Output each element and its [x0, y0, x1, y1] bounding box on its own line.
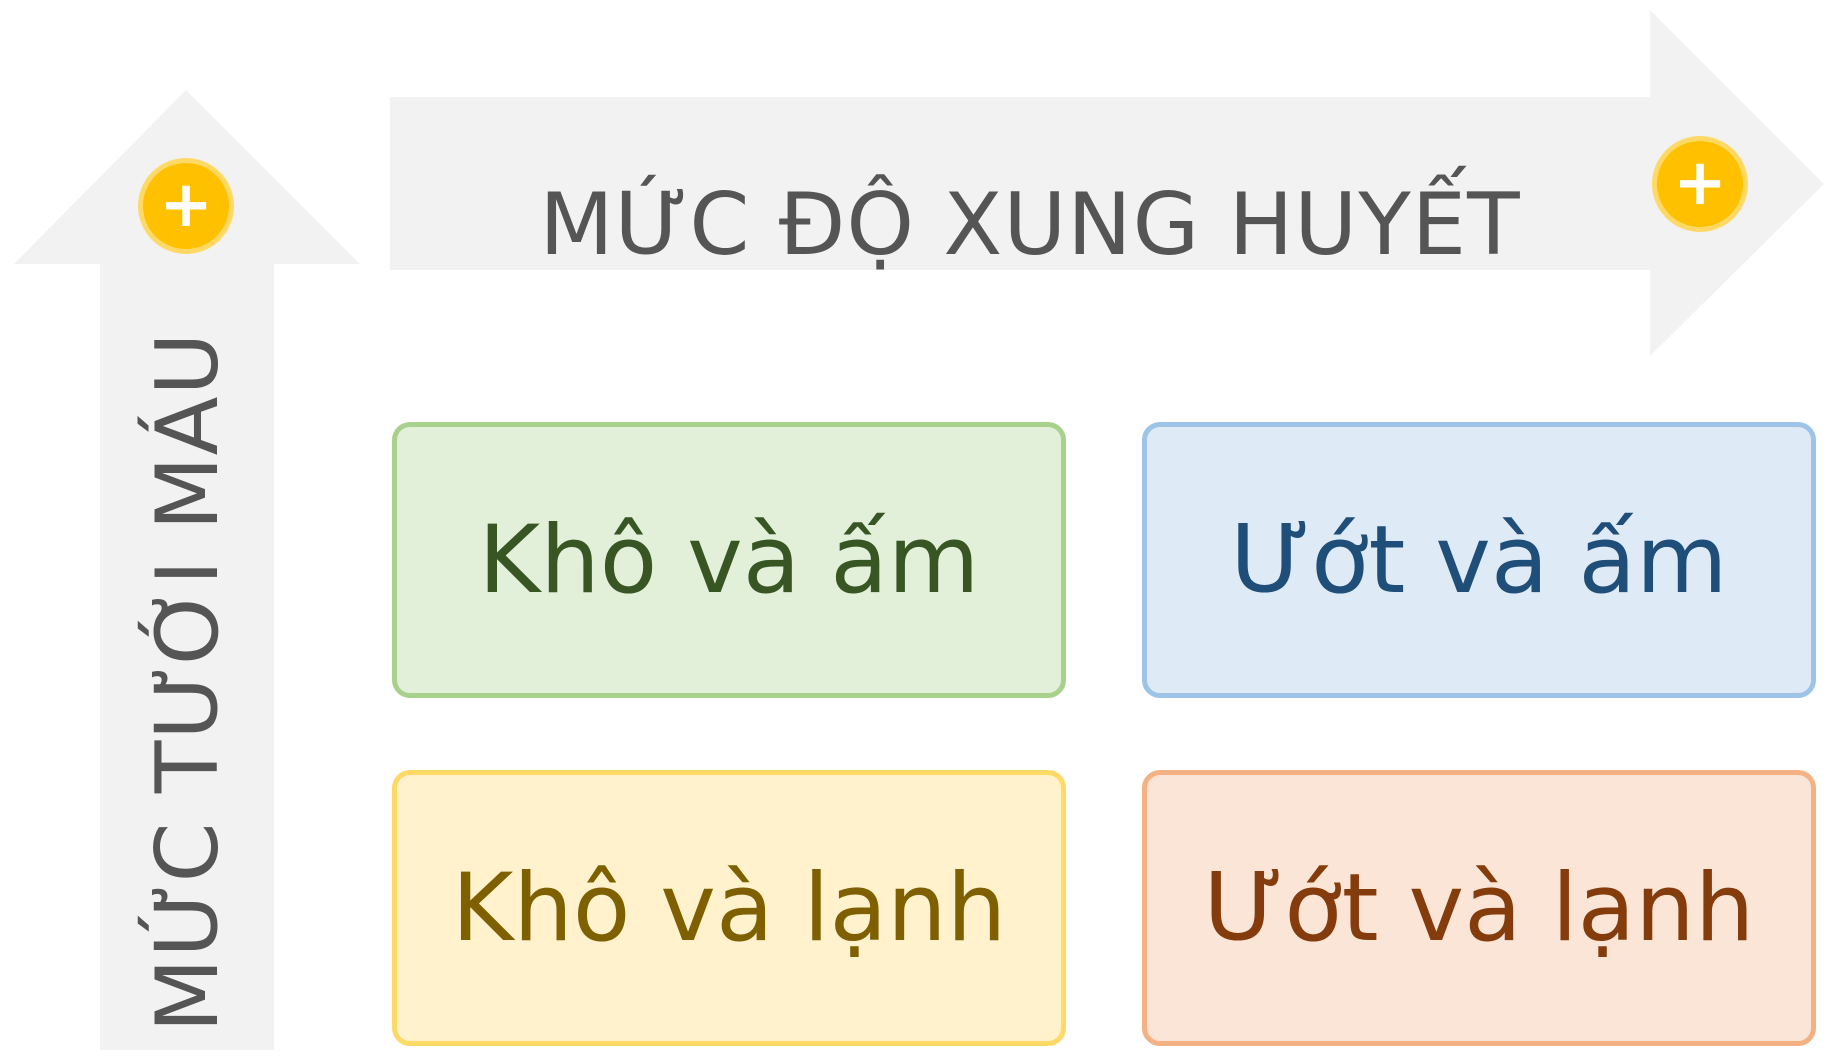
quadrant-dry-warm-label: Khô và ấm — [478, 505, 980, 615]
quadrant-wet-cold: Ướt và lạnh — [1142, 770, 1816, 1046]
quadrant-wet-warm-label: Ướt và ấm — [1230, 505, 1728, 615]
quadrant-wet-warm: Ướt và ấm — [1142, 422, 1816, 698]
perfusion-axis-label: MỨC TƯỚI MÁU — [138, 331, 238, 1033]
vertical-arrow — [14, 90, 360, 1050]
horizontal-arrow — [390, 10, 1824, 356]
quadrant-dry-warm: Khô và ấm — [392, 422, 1066, 698]
quadrant-dry-cold-label: Khô và lạnh — [451, 853, 1007, 963]
quadrant-dry-cold: Khô và lạnh — [392, 770, 1066, 1046]
perfusion-plus-icon: + — [138, 158, 234, 254]
congestion-plus-icon: + — [1652, 136, 1748, 232]
congestion-axis-label: MỨC ĐỘ XUNG HUYẾT — [539, 175, 1521, 275]
quadrant-wet-cold-label: Ướt và lạnh — [1203, 853, 1755, 963]
